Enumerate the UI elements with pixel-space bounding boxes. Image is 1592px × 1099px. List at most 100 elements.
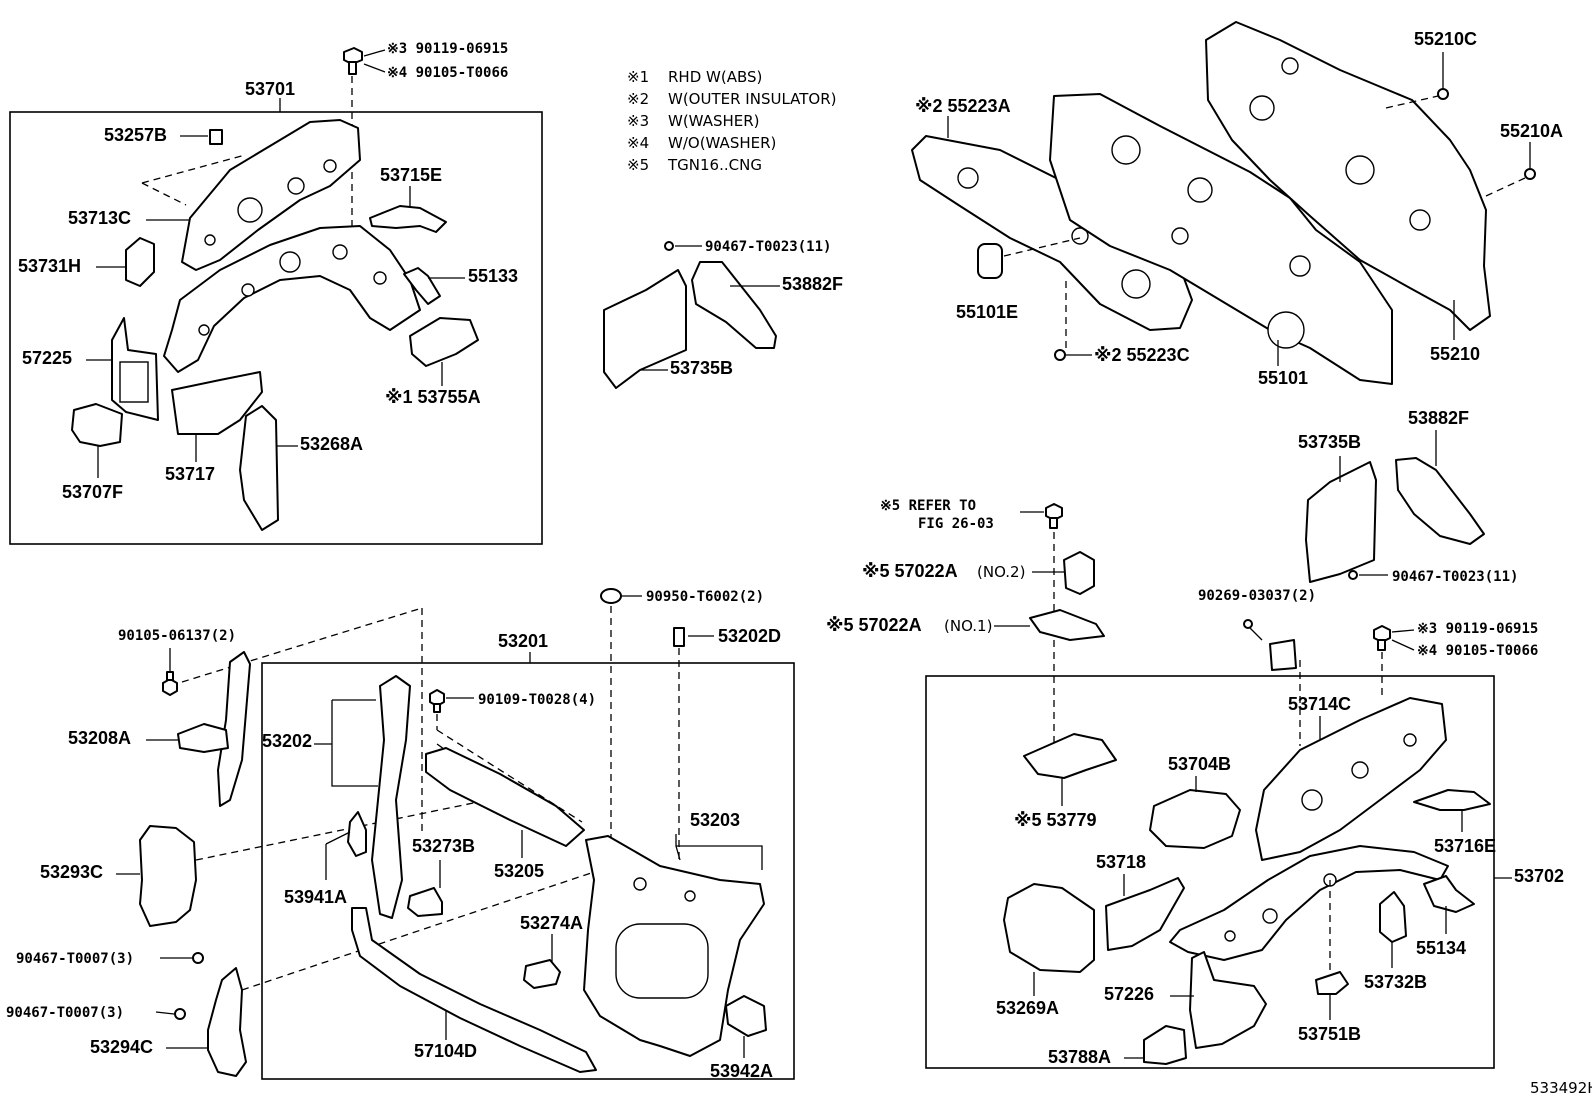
label-90119-06915-a[interactable]: ※3 90119-06915	[387, 41, 508, 57]
label-53208A[interactable]: 53208A	[68, 728, 131, 748]
insulator-53735B-a	[603, 269, 687, 389]
group-box-53701	[9, 111, 543, 545]
bracket-53751B	[1315, 971, 1349, 995]
clip-90269	[1269, 639, 1297, 671]
label-90105-06137[interactable]: 90105-06137(2)	[118, 628, 236, 644]
bracket-53788A	[1143, 1025, 1187, 1065]
insulator-53882F-a	[691, 261, 777, 349]
label-53779[interactable]: ※5 53779	[1014, 810, 1097, 830]
label-90269-03037[interactable]: 90269-03037(2)	[1198, 588, 1316, 604]
label-90105-T0066-b[interactable]: ※4 90105-T0066	[1417, 643, 1538, 659]
label-53732B[interactable]: 53732B	[1364, 972, 1427, 992]
label-53293C[interactable]: 53293C	[40, 862, 103, 882]
label-53882F-b[interactable]: 53882F	[1408, 408, 1469, 428]
spring-nut-icon	[673, 627, 685, 647]
label-55101[interactable]: 55101	[1258, 368, 1308, 388]
label-53731H[interactable]: 53731H	[18, 256, 81, 276]
dash-panel-55101	[1049, 93, 1393, 385]
label-53202D[interactable]: 53202D	[718, 626, 781, 646]
label-53882F-a[interactable]: 53882F	[782, 274, 843, 294]
insulator-53882F-b	[1395, 457, 1485, 545]
bolt-icon	[1437, 88, 1449, 100]
label-53257B[interactable]: 53257B	[104, 125, 167, 145]
clip-icon	[664, 241, 674, 251]
bracket-53268A	[239, 405, 279, 531]
bracket-53715E	[369, 205, 447, 233]
label-53268A[interactable]: 53268A	[300, 434, 363, 454]
label-53203[interactable]: 53203	[690, 810, 740, 830]
label-53202[interactable]: 53202	[262, 731, 312, 751]
label-90467-T0007-b[interactable]: 90467-T0007(3)	[6, 1005, 124, 1021]
bolt-icon	[1243, 619, 1263, 641]
clip-icon	[1054, 349, 1066, 361]
label-57104D[interactable]: 57104D	[414, 1041, 477, 1061]
label-57226[interactable]: 57226	[1104, 984, 1154, 1004]
label-fig-26-03[interactable]: FIG 26-03	[918, 516, 994, 532]
label-57225[interactable]: 57225	[22, 348, 72, 368]
wheel-house-53702	[1169, 845, 1449, 961]
label-53201[interactable]: 53201	[498, 631, 548, 651]
label-55210C[interactable]: 55210C	[1414, 29, 1477, 49]
label-53714C[interactable]: 53714C	[1288, 694, 1351, 714]
note-text-3: W(WASHER)	[668, 112, 760, 130]
bracket-53942A	[725, 995, 767, 1037]
side-member-53202	[371, 675, 411, 919]
label-57022A-no2[interactable]: ※5 57022A	[862, 561, 958, 581]
label-53718[interactable]: 53718	[1096, 852, 1146, 872]
label-53701[interactable]: 53701	[245, 79, 295, 99]
label-53269A[interactable]: 53269A	[996, 998, 1059, 1018]
label-57022A-no1[interactable]: ※5 57022A	[826, 615, 922, 635]
fender-apron-upper-rail	[181, 119, 361, 271]
bolt-icon	[429, 689, 445, 713]
clip-icon	[1348, 570, 1358, 580]
label-53755A[interactable]: ※1 53755A	[385, 387, 481, 407]
note-mark-5: ※5	[627, 156, 649, 174]
label-53751B[interactable]: 53751B	[1298, 1024, 1361, 1044]
label-90467-T0023-b[interactable]: 90467-T0023(11)	[1392, 569, 1518, 585]
label-53715E[interactable]: 53715E	[380, 165, 442, 185]
label-90467-T0007-a[interactable]: 90467-T0007(3)	[16, 951, 134, 967]
label-55101E[interactable]: 55101E	[956, 302, 1018, 322]
label-53735B-b[interactable]: 53735B	[1298, 432, 1361, 452]
bracket-57022A-no1	[1029, 609, 1105, 641]
label-55134[interactable]: 55134	[1416, 938, 1466, 958]
label-55223C[interactable]: ※2 55223C	[1094, 345, 1190, 365]
label-53788A[interactable]: 53788A	[1048, 1047, 1111, 1067]
label-53942A[interactable]: 53942A	[710, 1061, 773, 1081]
label-53274A[interactable]: 53274A	[520, 913, 583, 933]
lower-support-57104D	[351, 907, 597, 1073]
label-53713C[interactable]: 53713C	[68, 208, 131, 228]
bracket-53755A	[409, 317, 479, 367]
bolt-icon	[1373, 625, 1391, 651]
note-text-2: W(OUTER INSULATOR)	[668, 90, 837, 108]
label-90467-T0023-a[interactable]: 90467-T0023(11)	[705, 239, 831, 255]
bracket-53717	[171, 371, 263, 435]
label-refer-to[interactable]: ※5 REFER TO	[880, 498, 976, 514]
label-53941A[interactable]: 53941A	[284, 887, 347, 907]
label-53717[interactable]: 53717	[165, 464, 215, 484]
label-53205[interactable]: 53205	[494, 861, 544, 881]
label-90950-T6002[interactable]: 90950-T6002(2)	[646, 589, 764, 605]
label-90119-06915-b[interactable]: ※3 90119-06915	[1417, 621, 1538, 637]
clip-icon	[174, 1008, 186, 1020]
label-53704B[interactable]: 53704B	[1168, 754, 1231, 774]
diagram-id: 533492H	[1530, 1079, 1592, 1097]
label-53735B-a[interactable]: 53735B	[670, 358, 733, 378]
label-55210A[interactable]: 55210A	[1500, 121, 1563, 141]
label-57022A-no2-suffix[interactable]: (NO.2)	[977, 563, 1025, 581]
bracket-53732B	[1379, 891, 1407, 943]
label-90105-T0066-a[interactable]: ※4 90105-T0066	[387, 65, 508, 81]
bracket-57226	[1189, 951, 1267, 1049]
label-53707F[interactable]: 53707F	[62, 482, 123, 502]
note-text-1: RHD W(ABS)	[668, 68, 762, 86]
label-55210[interactable]: 55210	[1430, 344, 1480, 364]
label-53294C[interactable]: 53294C	[90, 1037, 153, 1057]
note-mark-2: ※2	[627, 90, 649, 108]
label-53273B[interactable]: 53273B	[412, 836, 475, 856]
label-55133[interactable]: 55133	[468, 266, 518, 286]
label-90109-T0028[interactable]: 90109-T0028(4)	[478, 692, 596, 708]
label-53716E[interactable]: 53716E	[1434, 836, 1496, 856]
label-55223A[interactable]: ※2 55223A	[915, 96, 1011, 116]
label-53702[interactable]: 53702	[1514, 866, 1564, 886]
label-57022A-no1-suffix[interactable]: (NO.1)	[944, 617, 992, 635]
